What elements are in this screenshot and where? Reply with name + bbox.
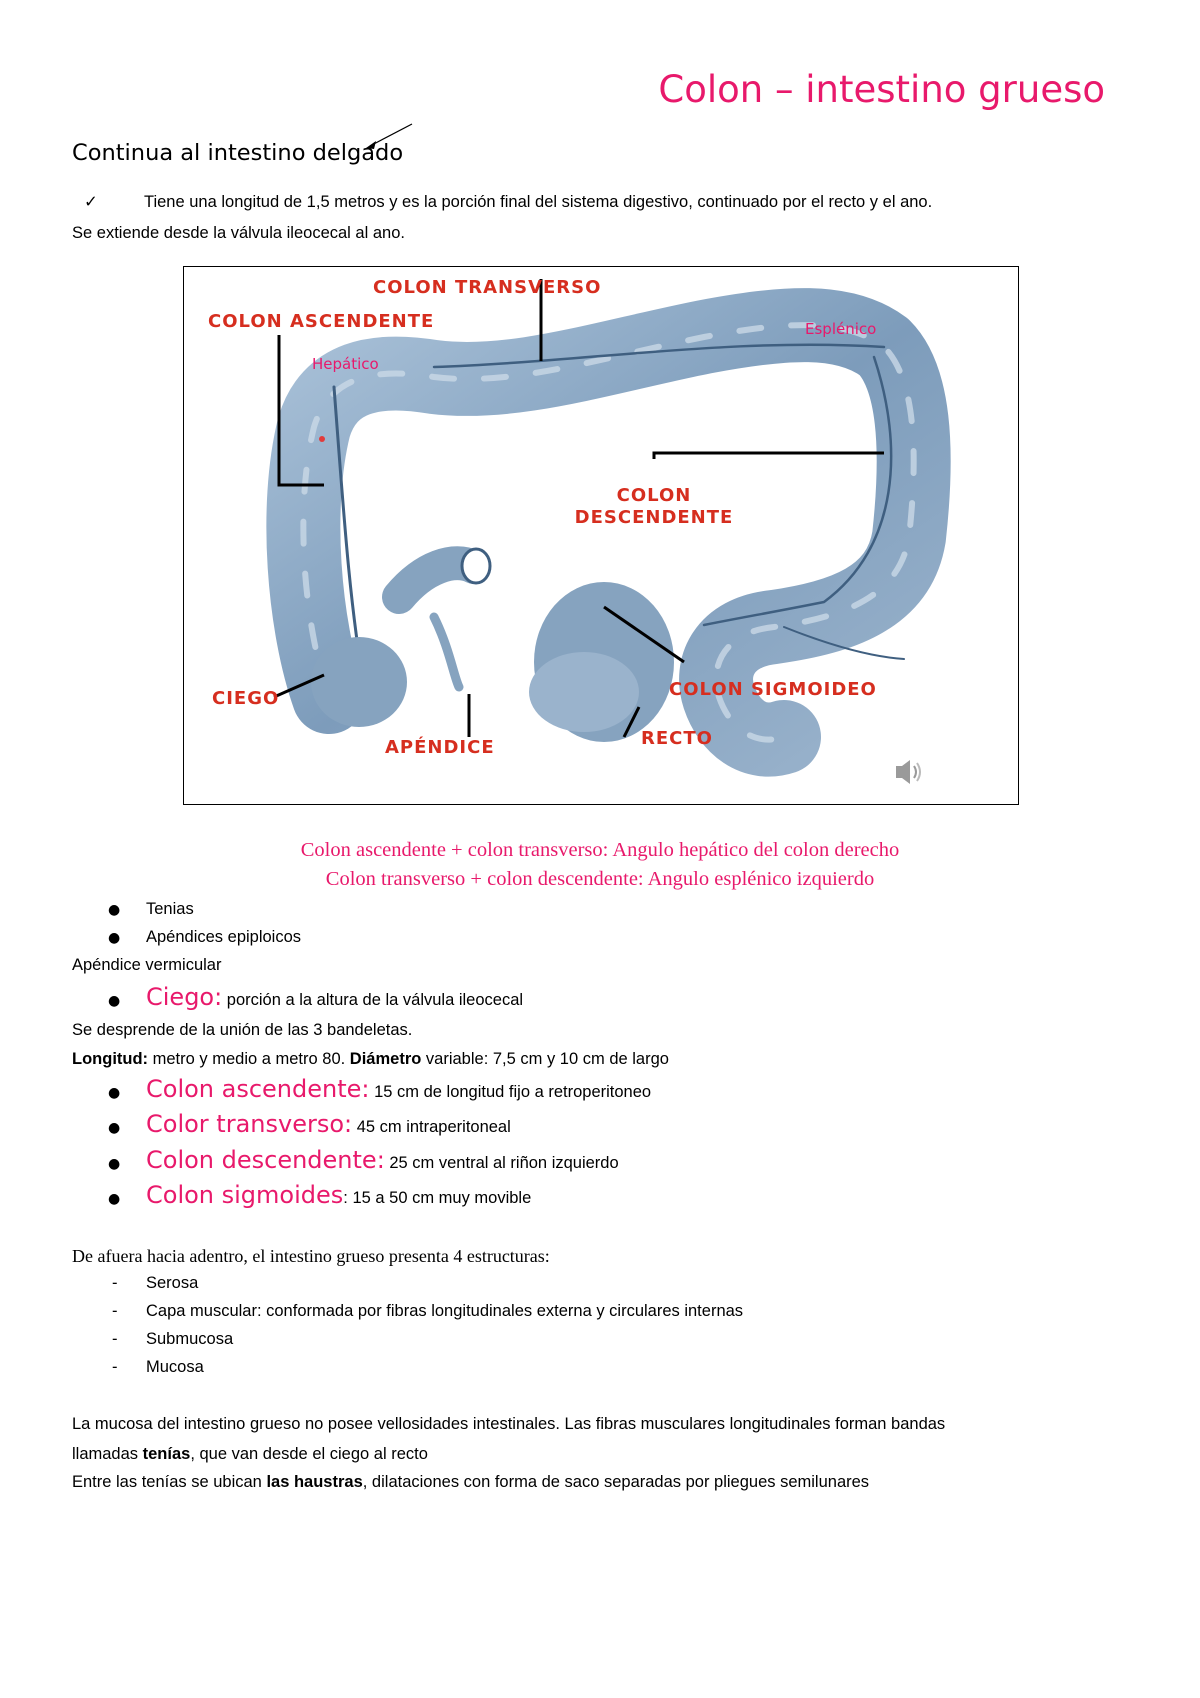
- haustras-paragraph: Entre las tenías se ubican las haustras,…: [72, 1473, 870, 1491]
- segment-item: ●Colon ascendente: 15 cm de longitud fij…: [108, 1075, 652, 1103]
- speaker-icon[interactable]: [896, 760, 921, 784]
- annotation-esplenico: Esplénico: [805, 320, 876, 338]
- segment-item: ●Colon sigmoides: 15 a 50 cm muy movible: [108, 1181, 532, 1209]
- label-recto: RECTO: [641, 728, 713, 749]
- bullet-icon: ●: [108, 1085, 121, 1101]
- list-item: ●Apéndices epiploicos: [108, 928, 302, 946]
- bullet-icon: ●: [108, 1120, 121, 1136]
- marker-dot: [319, 436, 325, 442]
- label-apendice: APÉNDICE: [385, 736, 495, 758]
- check-item-text: Tiene una longitud de 1,5 metros y es la…: [144, 193, 933, 211]
- section-heading: Continua al intestino delgado: [72, 140, 404, 166]
- layer-item: -Serosa: [112, 1274, 199, 1292]
- bullet-icon: ●: [108, 930, 121, 946]
- segment-item: ●Color transverso: 45 cm intraperitoneal: [108, 1110, 511, 1138]
- label-ciego: CIEGO: [212, 688, 279, 709]
- checkmark-icon: ✓: [84, 192, 98, 211]
- mucosa-paragraph-line1: La mucosa del intestino grueso no posee …: [72, 1415, 946, 1433]
- layer-item: -Capa muscular: conformada por fibras lo…: [112, 1302, 744, 1320]
- longitud-text: Longitud: metro y medio a metro 80. Diám…: [72, 1050, 669, 1068]
- layers-intro: De afuera hacia adentro, el intestino gr…: [72, 1246, 550, 1266]
- label-colon-ascendente: COLON ASCENDENTE: [208, 311, 434, 332]
- bandeletas-text: Se desprende de la unión de las 3 bandel…: [72, 1021, 413, 1039]
- label-colon-descendente-1: COLON: [617, 485, 692, 506]
- segment-item: ●Colon descendente: 25 cm ventral al riñ…: [108, 1146, 619, 1174]
- annotation-hepatico: Hepático: [312, 355, 379, 373]
- label-colon-sigmoideo: COLON SIGMOIDEO: [669, 679, 877, 700]
- list-item: ●Tenias: [108, 900, 194, 918]
- label-colon-descendente-2: DESCENDENTE: [575, 507, 734, 528]
- extends-text: Se extiende desde la válvula ileocecal a…: [72, 224, 405, 242]
- leader-lines: [273, 279, 884, 738]
- mucosa-paragraph-line2: llamadas tenías, que van desde el ciego …: [72, 1445, 428, 1463]
- bullet-icon: ●: [108, 993, 121, 1009]
- list-item-ciego: ● Ciego: porción a la altura de la válvul…: [108, 983, 523, 1011]
- check-item: ✓ Tiene una longitud de 1,5 metros y es l…: [72, 192, 932, 212]
- hand-drawn-arrow-icon: [366, 123, 413, 149]
- term-ciego: Ciego:: [146, 983, 223, 1011]
- colon-diagram: COLON TRANSVERSO COLON ASCENDENTE COLON …: [183, 266, 1019, 805]
- page-title: Colon – intestino grueso: [658, 68, 1105, 111]
- angle-line-2: Colon transverso + colon descendente: An…: [325, 868, 875, 890]
- layer-item: -Mucosa: [112, 1358, 204, 1376]
- bullet-icon: ●: [108, 1156, 121, 1172]
- label-colon-transverso: COLON TRANSVERSO: [373, 277, 601, 298]
- bullet-icon: ●: [108, 902, 121, 918]
- layer-item: -Submucosa: [112, 1330, 234, 1348]
- desc-ciego: porción a la altura de la válvula ileoce…: [222, 991, 524, 1009]
- angle-line-1: Colon ascendente + colon transverso: Ang…: [300, 839, 900, 861]
- bullet-icon: ●: [108, 1191, 121, 1207]
- colon-shape: [266, 288, 951, 777]
- apendice-vermicular-text: Apéndice vermicular: [72, 956, 222, 974]
